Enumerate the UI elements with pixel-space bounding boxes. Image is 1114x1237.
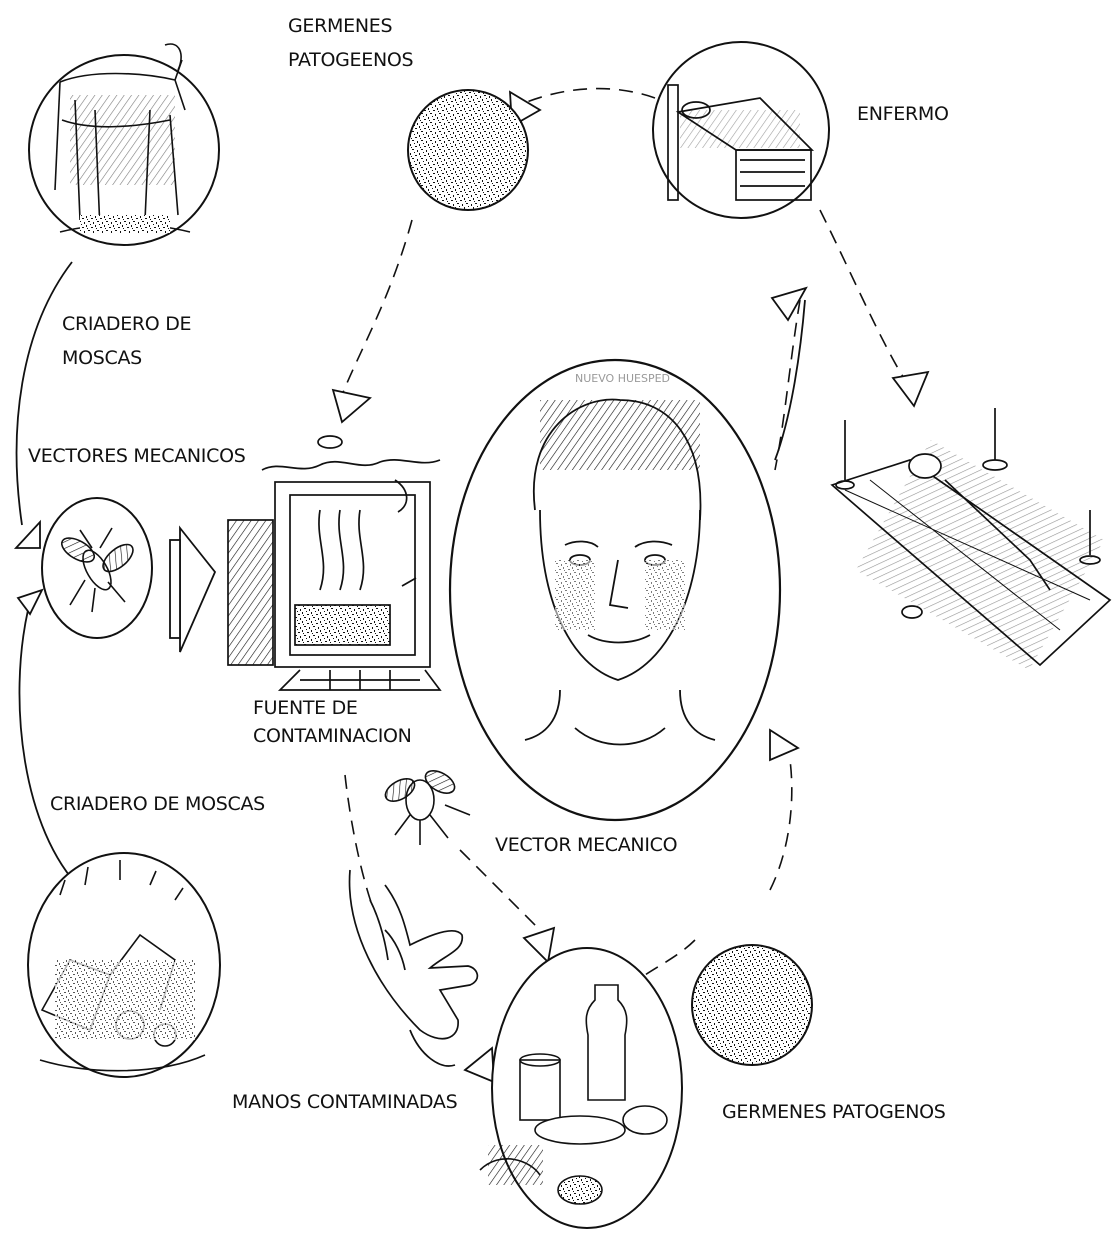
- arrow-to-source: [333, 390, 370, 422]
- connector-garbage-to-fly: [19, 610, 82, 890]
- label-germenes-bottom: GERMENES PATOGENOS: [722, 1100, 946, 1124]
- label-fuente-1: FUENTE DE: [253, 696, 358, 720]
- dashed-host-right: [775, 300, 800, 470]
- arrow-to-host-lower: [770, 730, 798, 760]
- germs-top-circle: [408, 90, 528, 210]
- small-fly-icon: [382, 766, 470, 845]
- germs-bottom-circle: [692, 945, 812, 1065]
- dashed-bed-to-corpse: [820, 210, 905, 380]
- label-nuevo-huesped: NUEVO HUESPED: [575, 372, 670, 386]
- label-criadero-top-1: CRIADERO DE: [62, 312, 191, 336]
- connector-host-to-bed: [775, 300, 805, 460]
- hand-drawing: [350, 870, 478, 1066]
- dashed-fly-to-food: [460, 850, 540, 930]
- label-manos-contaminadas: MANOS CONTAMINADAS: [232, 1090, 457, 1114]
- arrow-to-corpse: [893, 372, 928, 406]
- arrow-left-top: [16, 522, 40, 548]
- label-vector-mecanico: VECTOR MECANICO: [495, 833, 677, 857]
- label-criadero-top-2: MOSCAS: [62, 346, 142, 370]
- label-enfermo: ENFERMO: [857, 102, 949, 126]
- label-germenes-top-1: GERMENES: [288, 14, 392, 38]
- garbage-circle: [28, 853, 220, 1077]
- dashed-germs-to-source: [342, 220, 412, 395]
- label-germenes-top-2: PATOGEENOS: [288, 48, 413, 72]
- bed-circle: [653, 42, 829, 218]
- dashed-germs-bottom-up: [770, 760, 792, 890]
- dashed-germs-to-food: [645, 940, 695, 975]
- cow-circle: [29, 44, 219, 245]
- latrine-drawing: [228, 436, 440, 690]
- corpse-drawing: [832, 408, 1110, 670]
- label-fuente-2: CONTAMINACION: [253, 724, 412, 748]
- arrow-left-bottom: [18, 590, 42, 614]
- dashed-bed-to-germs: [522, 89, 655, 104]
- connector-cow-to-fly: [17, 262, 72, 525]
- label-criadero-bottom: CRIADERO DE MOSCAS: [50, 792, 265, 816]
- fly-circle: [42, 498, 152, 638]
- arrow-to-bed: [772, 288, 806, 320]
- label-vectores-mecanicos: VECTORES MECANICOS: [28, 444, 246, 468]
- host-circle: [450, 360, 780, 820]
- arrow-to-food: [524, 928, 554, 962]
- big-arrow-fly-to-source: [170, 528, 215, 652]
- food-circle: [480, 948, 682, 1228]
- arrow-manos: [465, 1048, 494, 1082]
